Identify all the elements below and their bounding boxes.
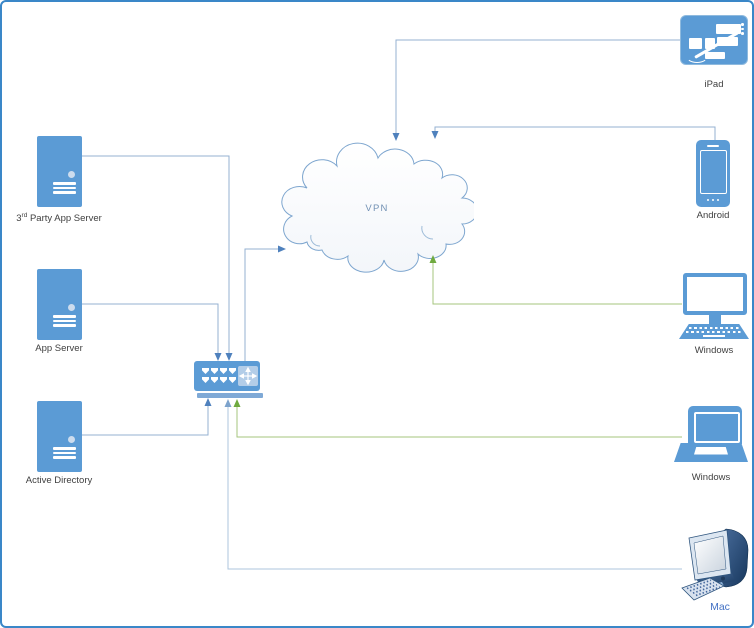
laptop-screen — [694, 411, 740, 443]
cloud-inner-arc — [421, 225, 434, 240]
node-active-directory[interactable] — [37, 401, 82, 472]
label-windows-desktop: Windows — [694, 345, 734, 356]
label-superscript: rd — [21, 212, 28, 219]
vpn-cloud-shape[interactable] — [280, 138, 474, 278]
switch-port-icon — [202, 368, 209, 374]
connector-app-server-to-switch[interactable] — [82, 303, 222, 361]
tablet-button-dot — [741, 27, 744, 30]
router-cross-icon — [238, 366, 258, 386]
keyboard-keys-row — [689, 327, 739, 330]
tablet-curve — [686, 49, 708, 63]
connector-windows-desktop-to-vpn[interactable] — [429, 255, 683, 305]
tablet-tile — [689, 38, 702, 49]
phone-screen — [699, 150, 727, 194]
cloud-inner-arc — [310, 234, 321, 247]
mac-keyboard — [681, 577, 725, 601]
node-windows-desktop[interactable] — [683, 273, 747, 315]
connector-mac-to-switch[interactable] — [224, 399, 683, 570]
server-slot-line — [53, 186, 76, 189]
server-led-dot — [68, 304, 75, 311]
mac-computer-icon — [681, 528, 749, 601]
switch-port-icon — [220, 368, 227, 374]
server-led-dot — [68, 171, 75, 178]
node-android[interactable] — [696, 140, 730, 207]
laptop-base — [674, 443, 748, 462]
server-slot-line — [53, 324, 76, 327]
phone-button-dot — [707, 199, 710, 202]
switch-port-icon — [211, 377, 218, 383]
keyboard-icon — [679, 324, 749, 339]
label-text: 3 — [16, 213, 22, 225]
node-switch[interactable] — [194, 361, 260, 391]
server-led-dot — [68, 436, 75, 443]
phone-button-dot — [716, 199, 719, 202]
phone-button-dot — [711, 199, 714, 202]
connector-active-directory-to-switch[interactable] — [82, 398, 212, 436]
connector-switch-to-vpn[interactable] — [244, 245, 286, 362]
server-slot-line — [53, 191, 76, 194]
server-slot-line — [53, 451, 76, 454]
switch-port-icon — [229, 368, 236, 374]
label-ipad: iPad — [704, 79, 724, 90]
connector-ipad-to-vpn[interactable] — [392, 39, 681, 141]
switch-base-plate — [197, 393, 263, 398]
server-slot-line — [53, 182, 76, 185]
node-ipad[interactable] — [680, 15, 748, 65]
keyboard-keys-row — [686, 331, 742, 334]
node-mac[interactable] — [680, 526, 752, 602]
tablet-tile — [704, 38, 715, 49]
monitor-stand — [709, 314, 721, 324]
switch-port-icon — [202, 377, 209, 383]
label-windows-laptop: Windows — [691, 472, 731, 483]
connector-3rd-party-to-switch[interactable] — [82, 155, 233, 361]
label-text: Party App Server — [27, 213, 102, 225]
node-windows-laptop[interactable] — [688, 406, 742, 444]
tablet-tile — [717, 36, 738, 46]
cloud-icon[interactable] — [281, 142, 474, 273]
label-mac: Mac — [710, 601, 730, 613]
keyboard-spacebar — [703, 334, 725, 337]
tablet-tile — [716, 24, 741, 34]
node-3rd-party-app-server[interactable] — [37, 136, 82, 207]
connector-windows-laptop-to-switch[interactable] — [233, 399, 683, 438]
server-slot-line — [53, 447, 76, 450]
tablet-button-dot — [741, 23, 744, 26]
switch-port-icon — [229, 377, 236, 383]
laptop-keyboard-area — [694, 446, 728, 455]
phone-speaker — [707, 144, 719, 147]
server-slot-line — [53, 456, 76, 459]
label-3rd-party-app-server: 3rd Party App Server — [4, 210, 114, 224]
server-slot-line — [53, 315, 76, 318]
label-vpn: VPN — [365, 203, 389, 214]
label-active-directory: Active Directory — [25, 475, 93, 486]
switch-port-icon — [220, 377, 227, 383]
label-android: Android — [696, 210, 730, 221]
server-slot-line — [53, 319, 76, 322]
connector-android-to-vpn[interactable] — [431, 126, 716, 141]
tablet-button-dot — [741, 32, 744, 35]
tablet-tile — [704, 51, 725, 59]
switch-port-icon — [211, 368, 218, 374]
label-app-server: App Server — [35, 343, 83, 354]
node-app-server[interactable] — [37, 269, 82, 340]
